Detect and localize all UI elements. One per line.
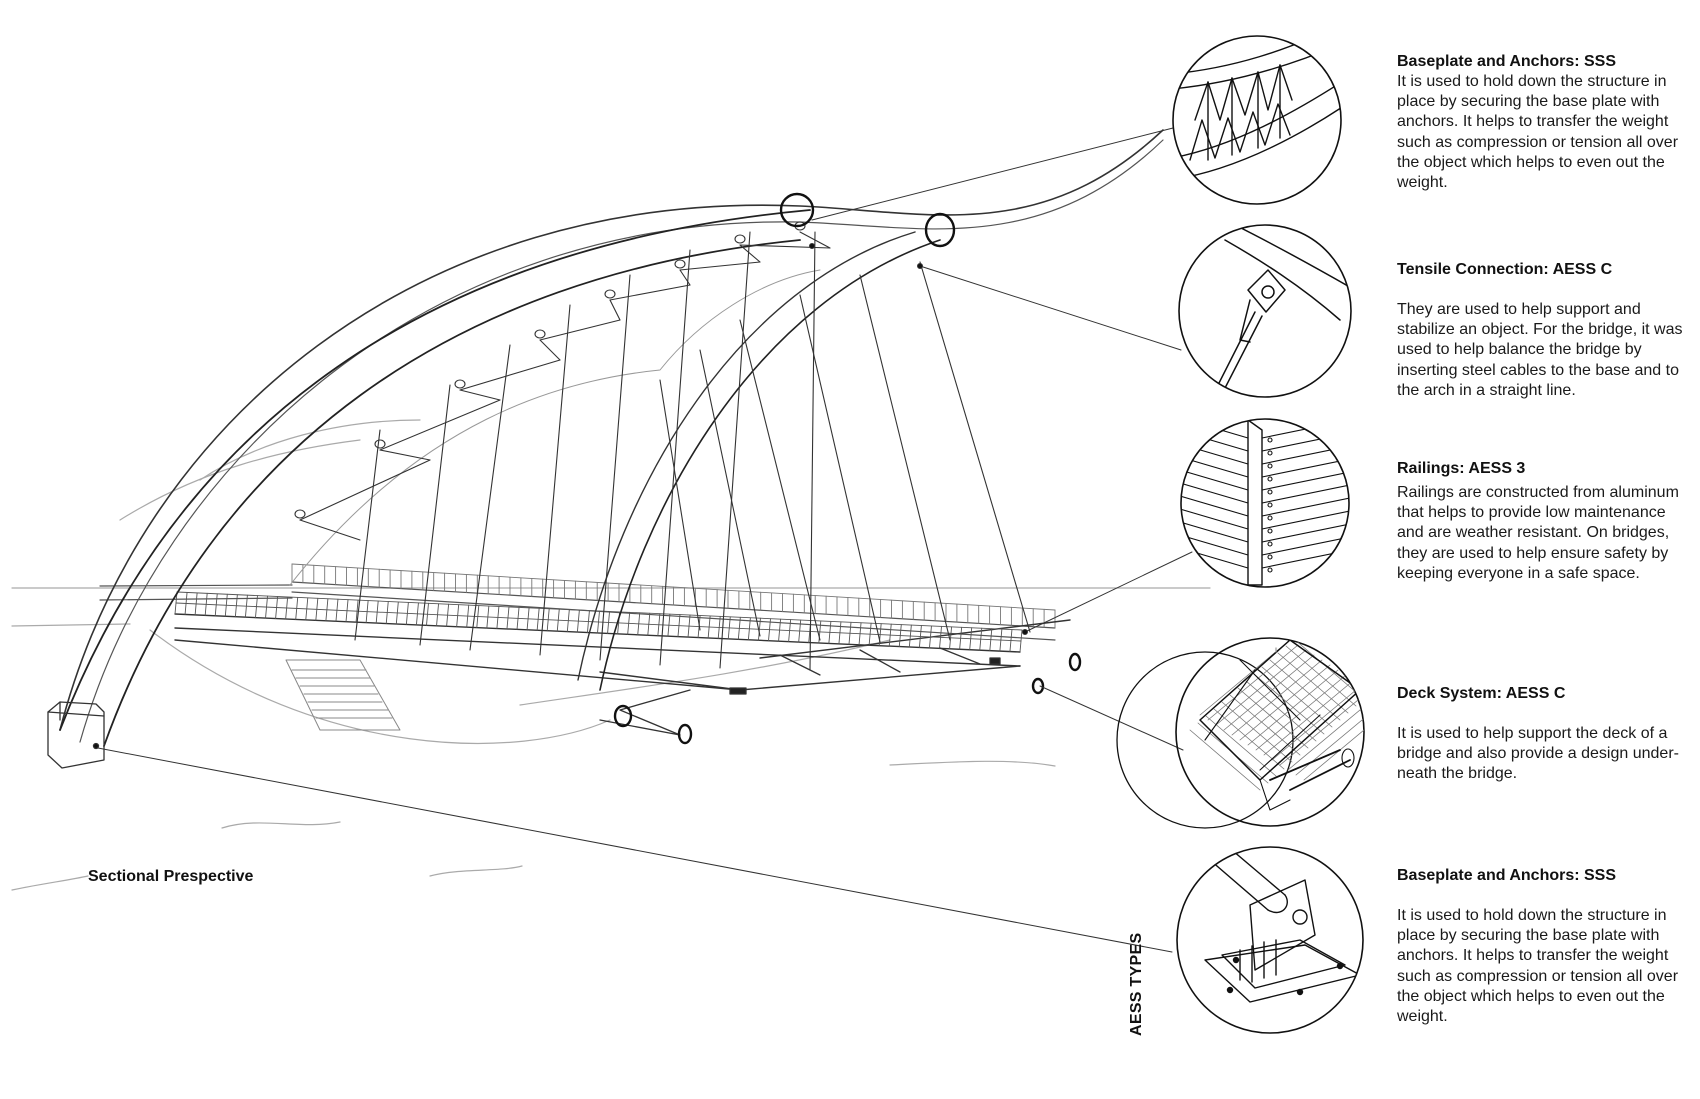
deck-struts: [599, 647, 1001, 736]
detail-title: Baseplate and Anchors: SSS: [1397, 867, 1617, 884]
near-deck: [174, 613, 1071, 691]
ground-lines: [11, 419, 1211, 891]
detail-circle-truss: [1172, 35, 1342, 205]
detail-circle-railings: [1180, 418, 1350, 588]
detail-note-deck: Deck System: AESS C It is used to help s…: [1397, 684, 1692, 785]
detail-text: Railings are constructed from aluminum t…: [1397, 484, 1679, 582]
detail-text: It is used to hold down the structure in…: [1397, 73, 1679, 192]
detail-circle-deck: [1116, 637, 1365, 829]
aess-types-label: AESS TYPES: [1128, 932, 1145, 1036]
detail-note-railings: Railings: AESS 3 Railings are constructe…: [1397, 459, 1692, 584]
drawing-caption: Sectional Prespective: [88, 868, 254, 885]
detail-note-tensile: Tensile Connection: AESS C They are used…: [1397, 260, 1692, 401]
detail-circle-baseplate: [1176, 846, 1364, 1034]
detail-title: Tensile Connection: AESS C: [1397, 261, 1613, 278]
hanger-cables: [354, 231, 1031, 671]
staircase: [285, 659, 401, 731]
near-railing: [174, 591, 1023, 653]
base-block: [47, 701, 105, 769]
detail-note-baseplate-top: Baseplate and Anchors: SSS It is used to…: [1397, 52, 1692, 193]
leader-lines: [97, 127, 1193, 953]
detail-title: Deck System: AESS C: [1397, 685, 1566, 702]
detail-note-baseplate-bottom: Baseplate and Anchors: SSS It is used to…: [1397, 866, 1692, 1027]
detail-markers: [613, 192, 1082, 745]
detail-circle-tensile: [1178, 224, 1352, 398]
detail-title: Baseplate and Anchors: SSS: [1397, 53, 1617, 70]
arch-truss: [294, 221, 831, 541]
detail-text: It is used to hold down the structure in…: [1397, 907, 1679, 1026]
detail-text: They are used to help support and stabil…: [1397, 301, 1683, 399]
far-railing: [291, 563, 1056, 629]
detail-text: It is used to help support the deck of a…: [1397, 725, 1679, 783]
detail-title: Railings: AESS 3: [1397, 460, 1526, 477]
arches: [59, 129, 1164, 747]
